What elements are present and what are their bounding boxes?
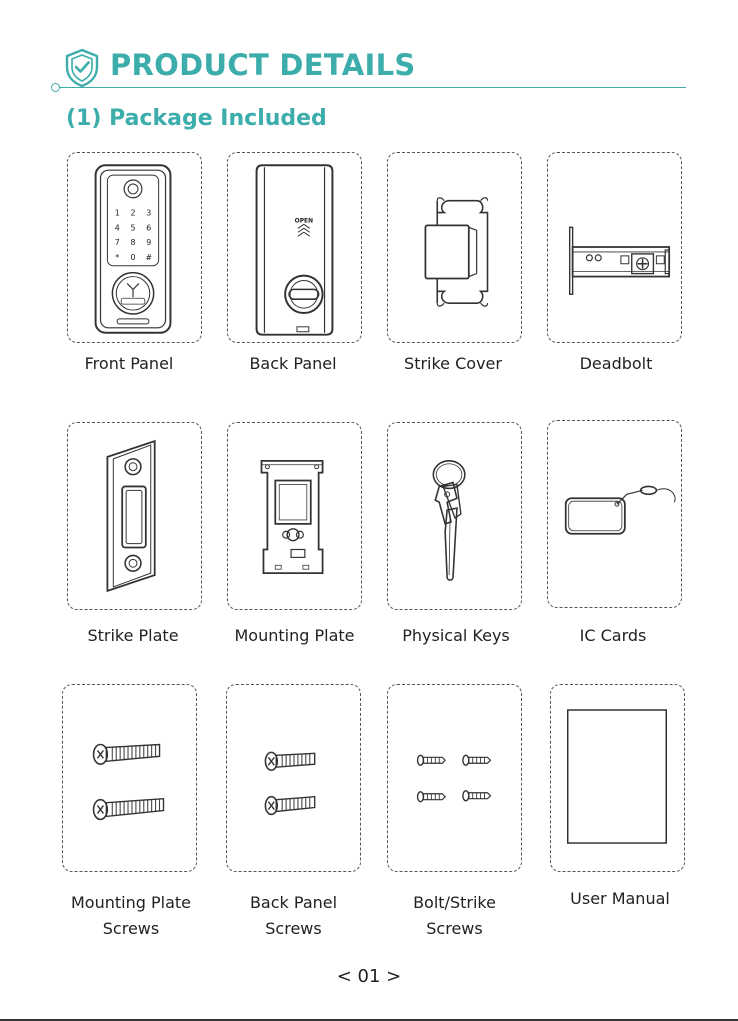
key-1: 1	[115, 208, 120, 217]
item-box-mounting-plate-screws	[62, 684, 197, 872]
item-box-back-panel-screws	[226, 684, 361, 872]
long-screws-icon	[63, 685, 196, 871]
item-box-strike-cover	[387, 152, 522, 343]
item-label-ic-cards: IC Cards	[547, 623, 679, 649]
open-text: OPEN	[295, 218, 313, 224]
deadbolt-icon	[548, 153, 681, 342]
key-2: 2	[131, 208, 136, 217]
item-box-deadbolt	[547, 152, 682, 343]
medium-screws-icon	[227, 685, 360, 871]
item-box-front-panel: 1 2 3 4 5 6 7 8 9 * 0 #	[67, 152, 202, 343]
key-0: 0	[131, 253, 136, 262]
item-label-strike-cover: Strike Cover	[387, 351, 519, 377]
item-label-mounting-plate: Mounting Plate	[227, 623, 362, 649]
key-6: 6	[146, 223, 151, 232]
front-panel-keypad-icon: 1 2 3 4 5 6 7 8 9 * 0 #	[68, 153, 201, 342]
item-box-physical-keys	[387, 422, 522, 610]
item-label-deadbolt: Deadbolt	[547, 351, 685, 377]
page-title: PRODUCT DETAILS	[110, 48, 416, 82]
item-box-mounting-plate	[227, 422, 362, 610]
item-label-user-manual: User Manual	[550, 886, 690, 912]
back-panel-icon: OPEN	[228, 153, 361, 342]
item-label-back-panel-screws: Back Panel Screws	[226, 890, 361, 942]
manual-icon	[551, 685, 684, 871]
key-5: 5	[131, 223, 136, 232]
mounting-plate-icon	[228, 423, 361, 609]
item-label-mounting-plate-screws: Mounting Plate Screws	[62, 890, 200, 942]
item-box-ic-cards	[547, 420, 682, 608]
key-3: 3	[146, 208, 151, 217]
key-7: 7	[115, 238, 120, 247]
key-star: *	[115, 253, 119, 262]
page-number: < 01 >	[0, 966, 738, 987]
item-box-strike-plate	[67, 422, 202, 610]
section-title: (1) Package Included	[66, 106, 327, 131]
small-screws-icon	[388, 685, 521, 871]
key-4: 4	[115, 223, 120, 232]
ic-card-icon	[548, 421, 681, 607]
strike-plate-icon	[68, 423, 201, 609]
key-8: 8	[131, 238, 136, 247]
item-label-back-panel: Back Panel	[227, 351, 359, 377]
key-hash: #	[145, 253, 152, 262]
key-9: 9	[146, 238, 151, 247]
item-label-front-panel: Front Panel	[67, 351, 191, 377]
strike-cover-icon	[388, 153, 521, 342]
item-label-physical-keys: Physical Keys	[387, 623, 525, 649]
header-rule	[56, 87, 686, 88]
item-box-user-manual	[550, 684, 685, 872]
item-label-bolt-strike-screws: Bolt/Strike Screws	[387, 890, 522, 942]
item-box-back-panel: OPEN	[227, 152, 362, 343]
item-box-bolt-strike-screws	[387, 684, 522, 872]
key-icon	[388, 423, 521, 609]
item-label-strike-plate: Strike Plate	[67, 623, 199, 649]
header-rule-dot	[51, 83, 60, 92]
shield-check-icon	[64, 48, 100, 88]
